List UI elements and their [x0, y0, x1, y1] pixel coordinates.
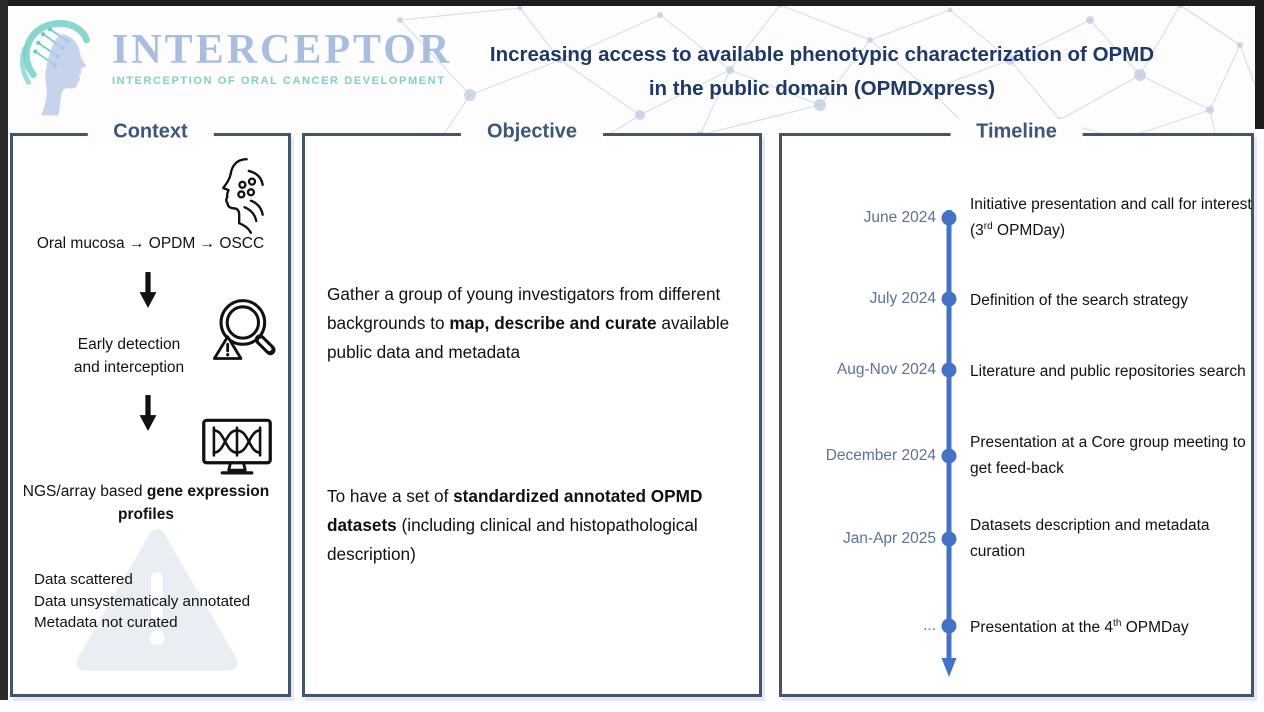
timeline-event-text: Datasets description and metadata curati…: [970, 515, 1262, 563]
objective-p1-bold: map, describe and curate: [449, 313, 657, 334]
objective-p1-normal2: available public data and metadata: [327, 313, 730, 363]
monitor-dna-icon: [202, 418, 272, 475]
interceptor-logo: INTERCEPTOR INTERCEPTION OF ORAL CANCER …: [14, 16, 452, 118]
timeline-event-text-pre: Presentation at the 4: [970, 619, 1114, 637]
logo-wordmark: INTERCEPTOR: [112, 27, 453, 73]
down-arrow-icon: [139, 272, 157, 308]
context-issues-list: Data scattered Data unsystematicaly anno…: [34, 569, 250, 634]
timeline-panel-title: Timeline: [950, 118, 1083, 145]
objective-panel-title: Objective: [460, 118, 604, 145]
timeline-event-date: ...: [923, 617, 936, 634]
context-step3-bold: gene expression profiles: [118, 483, 270, 523]
context-step2-label: Early detection and interception: [23, 333, 235, 379]
timeline-event-date: July 2024: [869, 290, 936, 307]
face-oral-cavity-icon: [222, 158, 264, 234]
context-flow-label: Oral mucosa → OPDM → OSCC: [36, 235, 265, 252]
context-issue-3: Metadata not curated: [34, 614, 178, 632]
timeline-event-row: December 2024 Presentation at a Core gro…: [782, 431, 1251, 481]
timeline-event-text-pre: Datasets description and metadata curati…: [970, 516, 1210, 561]
slide-title-line2: in the public domain (OPMDxpress): [648, 77, 996, 100]
logo-tagline: INTERCEPTION OF ORAL CANCER DEVELOPMENT: [112, 75, 446, 87]
timeline-event-text: Presentation at a Core group meeting to …: [970, 432, 1262, 480]
timeline-event-row: July 2024 Definition of the search strat…: [782, 274, 1251, 324]
timeline-event-date: Aug-Nov 2024: [836, 361, 936, 378]
timeline-event-text: Presentation at the 4th OPMDay: [970, 613, 1262, 639]
context-panel-title: Context: [87, 118, 214, 145]
viewer-frame-right: [1255, 0, 1264, 129]
context-step2-line2: and interception: [73, 359, 185, 376]
timeline-event-date: Jan-Apr 2025: [842, 530, 936, 547]
viewer-frame-left: [0, 0, 8, 700]
objective-p2-normal1: To have a set of: [327, 486, 454, 507]
logo-face-icon: [19, 20, 91, 116]
timeline-panel: Timeline June 2024 Initiative presentati…: [779, 118, 1254, 697]
timeline-event-text-pre: Presentation at a Core group meeting to …: [970, 433, 1246, 478]
objective-paragraph-1: Gather a group of young investigators fr…: [327, 280, 751, 367]
timeline-event-row: Jan-Apr 2025 Datasets description and me…: [782, 514, 1251, 564]
timeline-event-row: June 2024 Initiative presentation and ca…: [782, 193, 1252, 243]
timeline-event-text-post: OPMDay): [992, 222, 1066, 240]
timeline-event-text-sup: rd: [983, 220, 993, 232]
timeline-event-text-post: OPMDay: [1121, 619, 1189, 637]
context-step2-line1: Early detection: [77, 336, 181, 353]
objective-paragraph-2: To have a set of standardized annotated …: [327, 482, 751, 569]
timeline-event-row: Aug-Nov 2024 Literature and public repos…: [782, 345, 1251, 395]
slide-title: Increasing access to available phenotypi…: [435, 38, 1209, 106]
timeline-event-date: December 2024: [825, 447, 936, 464]
timeline-event-text-pre: Initiative presentation and call for int…: [970, 195, 1252, 240]
context-step3-normal: NGS/array based: [22, 483, 147, 500]
slide-title-line1: Increasing access to available phenotypi…: [489, 43, 1155, 66]
objective-p2-bold: standardized annotated OPMD datasets: [327, 486, 703, 536]
timeline-event-text-sup: th: [1113, 617, 1122, 629]
timeline-event-text: Initiative presentation and call for int…: [970, 194, 1262, 242]
warning-triangle-watermark: [76, 529, 238, 671]
context-panel: Context Oral mucosa → OPDM → OSCC: [10, 118, 291, 697]
timeline-axis: [941, 210, 957, 677]
context-issue-1: Data scattered: [34, 571, 133, 588]
context-issue-2: Data unsystematicaly annotated: [34, 592, 251, 610]
context-step3-label: NGS/array based gene expression profiles: [21, 480, 271, 526]
viewer-frame-top: [0, 0, 1264, 6]
timeline-event-text-pre: Literature and public repositories searc…: [970, 363, 1246, 381]
timeline-event-text: Definition of the search strategy: [970, 286, 1262, 312]
timeline-event-row: ... Presentation at the 4th OPMDay: [782, 601, 1251, 651]
objective-p2-normal2: (including clinical and histopathologica…: [327, 515, 698, 565]
timeline-event-text: Literature and public repositories searc…: [970, 357, 1262, 383]
timeline-event-date: June 2024: [863, 209, 936, 226]
magnifier-alert-icon: [212, 299, 276, 360]
timeline-event-text-pre: Definition of the search strategy: [970, 292, 1188, 310]
down-arrow-icon: [139, 395, 157, 431]
objective-p1-normal1: Gather a group of young investigators fr…: [327, 284, 721, 334]
objective-panel: Objective Gather a group of young invest…: [302, 118, 762, 697]
